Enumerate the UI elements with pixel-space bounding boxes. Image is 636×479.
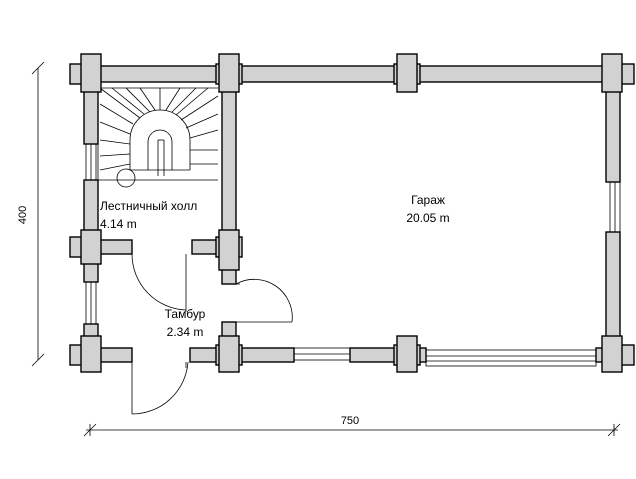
staircase [97,86,219,188]
height-dimension: 400 [17,206,29,224]
stair-hall-area: 4.14 m [100,217,137,231]
walls [69,53,635,373]
dimension-lines: 400 750 [17,61,621,437]
vestibule-area: 2.34 m [167,325,204,339]
doors [131,253,293,415]
garage-area: 20.05 m [406,211,449,225]
width-dimension: 750 [341,415,359,427]
stair-hall-name: Лестничный холл [100,199,197,213]
vestibule-name: Тамбур [165,307,206,321]
room-labels: Лестничный холл 4.14 m Гараж 20.05 m Там… [100,193,450,339]
garage-name: Гараж [411,193,445,207]
